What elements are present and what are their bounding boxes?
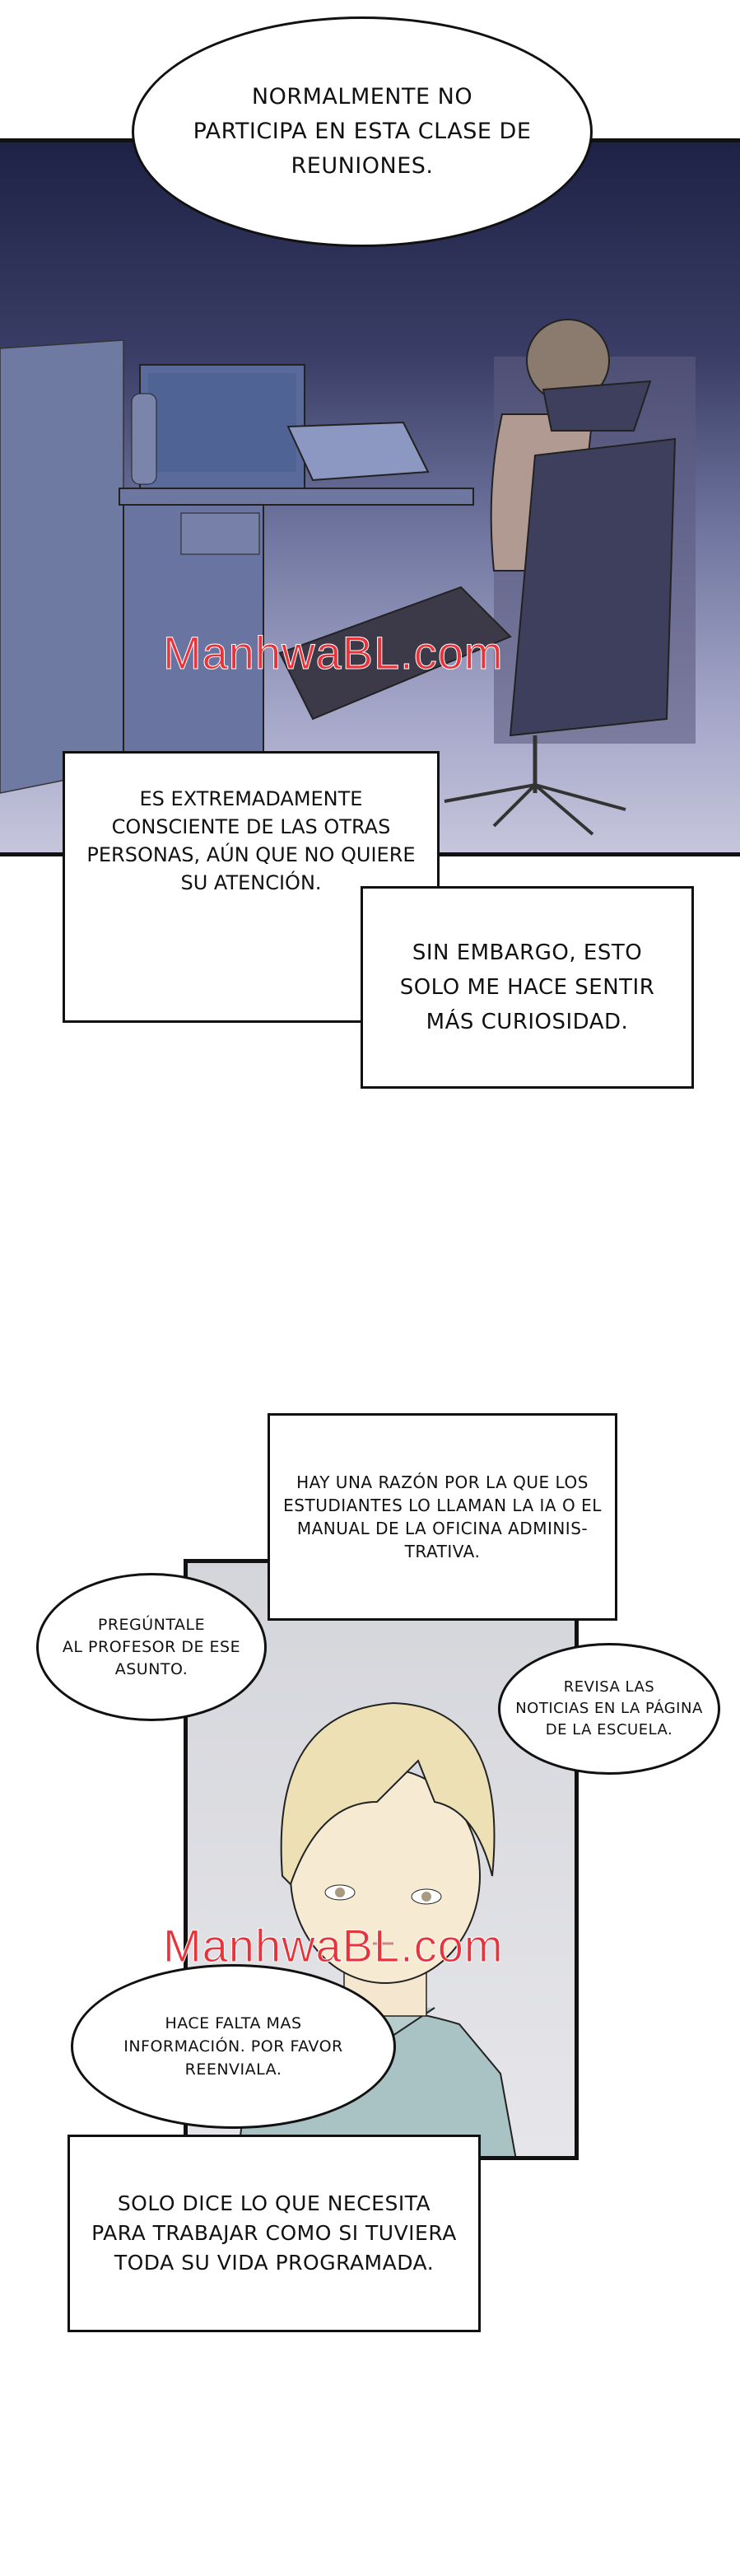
speech-bubble-text: NORMALMENTE NO PARTICIPA EN ESTA CLASE D…	[193, 84, 532, 179]
speech-bubble-text: HACE FALTA MAS INFORMACIÓN. POR FAVOR RE…	[123, 2014, 343, 2079]
office-panel	[0, 138, 740, 856]
caption-text: SIN EMBARGO, ESTO SOLO ME HACE SENTIR MÁ…	[399, 940, 655, 1034]
speech-bubble-left: PREGÚNTALE AL PROFESOR DE ESE ASUNTO.	[36, 1573, 267, 1721]
watermark: ManhwaBL.com	[163, 627, 504, 679]
office-illustration	[0, 319, 696, 836]
watermark: ManhwaBL.com	[163, 1920, 504, 1972]
speech-bubble-text: PREGÚNTALE AL PROFESOR DE ESE ASUNTO.	[62, 1615, 241, 1678]
caption-text: HAY UNA RAZÓN POR LA QUE LOS ESTUDIANTES…	[283, 1472, 602, 1561]
speech-bubble-right: REVISA LAS NOTICIAS EN LA PÁGINA DE LA E…	[498, 1643, 720, 1775]
caption-text: SOLO DICE LO QUE NECESITA PARA TRABAJAR …	[91, 2191, 457, 2275]
speech-bubble-text: REVISA LAS NOTICIAS EN LA PÁGINA DE LA E…	[515, 1678, 703, 1738]
caption-box-2: SIN EMBARGO, ESTO SOLO ME HACE SENTIR MÁ…	[361, 886, 694, 1089]
speech-bubble-bottom: HACE FALTA MAS INFORMACIÓN. POR FAVOR RE…	[71, 1964, 396, 2129]
caption-box-bottom: SOLO DICE LO QUE NECESITA PARA TRABAJAR …	[67, 2135, 481, 2332]
speech-bubble-top: NORMALMENTE NO PARTICIPA EN ESTA CLASE D…	[132, 16, 593, 247]
caption-text: ES EXTREMADAMENTE CONSCIENTE DE LAS OTRA…	[86, 787, 416, 894]
caption-box-top: HAY UNA RAZÓN POR LA QUE LOS ESTUDIANTES…	[268, 1413, 617, 1621]
